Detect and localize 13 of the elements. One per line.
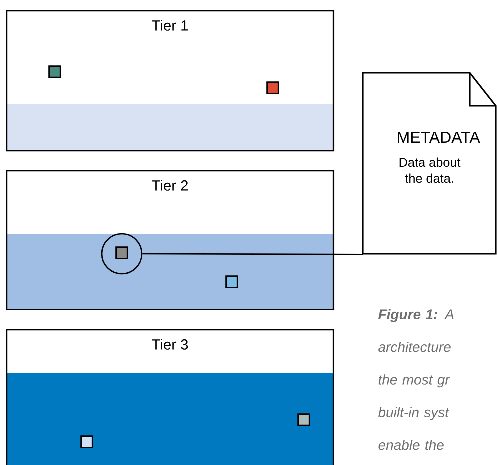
data-square: [116, 246, 128, 260]
data-square: [80, 436, 94, 448]
connector-line: [142, 253, 363, 256]
data-square: [48, 66, 62, 78]
data-square: [298, 414, 310, 426]
tier-box: Tier 2: [6, 170, 335, 311]
data-square: [226, 276, 238, 288]
metadata-document: METADATA Data about the data.: [362, 72, 497, 255]
tier-box: Tier 3: [6, 329, 335, 465]
data-square: [266, 82, 280, 94]
highlight-circle: [101, 233, 143, 275]
figure-caption: Figure 1: A architecture the most gr built-in syst enable the: [378, 309, 454, 450]
tier-box: Tier 1: [6, 10, 335, 152]
